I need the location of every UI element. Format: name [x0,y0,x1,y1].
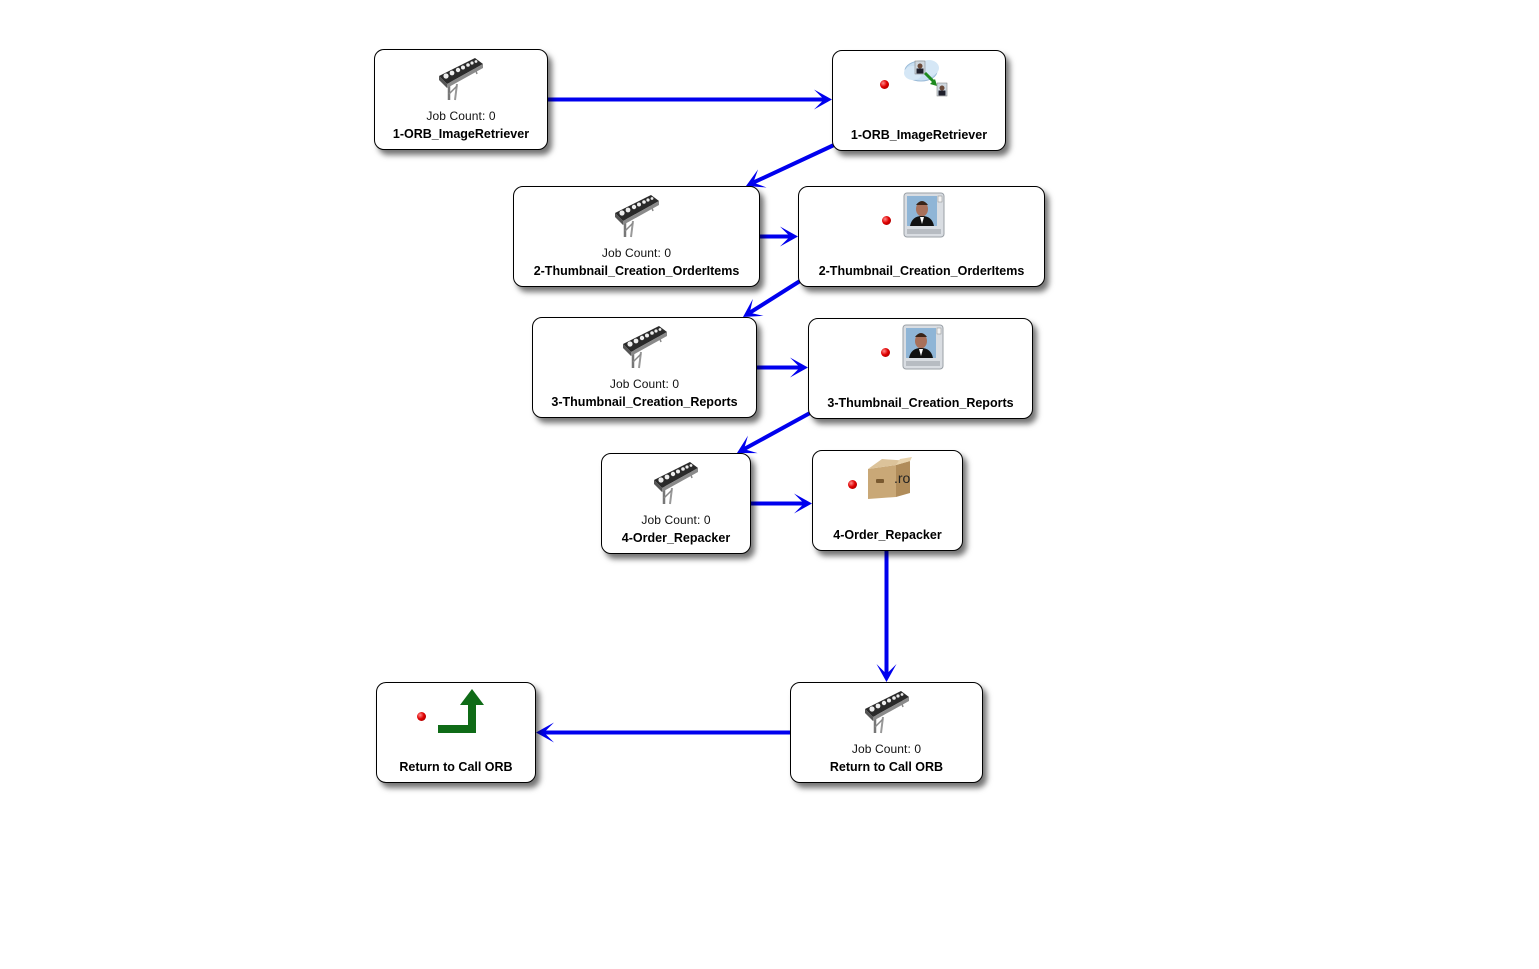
process-node-orb-image-retriever[interactable]: 1-ORB_ImageRetriever [832,50,1006,151]
job-count: Job Count: 0 [851,742,922,756]
status-dot-stopped [417,712,426,721]
photo-thumbnail-icon [895,323,947,373]
arrowhead-icon [536,722,554,743]
return-arrow-icon [436,687,488,737]
node-title: 1-ORB_ImageRetriever [850,128,988,142]
photo-thumbnail-icon [896,191,948,241]
arrowhead-icon [746,169,767,188]
node-title: Return to Call ORB [399,760,513,774]
conveyor-icon [619,322,671,372]
node-title: 4-Order_Repacker [833,528,942,542]
arrowhead-icon [780,226,798,247]
job-count: Job Count: 0 [426,109,496,123]
arrowhead-icon [814,89,832,110]
conveyor-icon [650,458,702,508]
edge-q1-to-p1 [548,89,832,110]
process-node-thumbnail-reports[interactable]: 3-Thumbnail_Creation_Reports [808,318,1033,419]
arrowhead-icon [876,664,897,682]
node-title: 1-ORB_ImageRetriever [392,127,530,141]
queue-node-thumbnail-reports[interactable]: Job Count: 0 3-Thumbnail_Creation_Report… [532,317,757,418]
edge-p1-to-q2 [746,143,835,188]
process-node-thumbnail-orderitems[interactable]: 2-Thumbnail_Creation_OrderItems [798,186,1045,287]
job-count: Job Count: 0 [601,246,672,260]
job-count: Job Count: 0 [609,377,680,391]
edge-q3-to-p3 [757,357,808,378]
arrowhead-icon [743,298,764,317]
conveyor-icon [611,191,663,241]
node-title: 2-Thumbnail_Creation_OrderItems [818,264,1025,278]
job-count: Job Count: 0 [641,513,711,527]
edge-p4-to-q5 [876,551,897,682]
edge-line [743,411,811,451]
node-title: 2-Thumbnail_Creation_OrderItems [533,264,740,278]
node-title: 3-Thumbnail_Creation_Reports [551,395,738,409]
queue-node-order-repacker[interactable]: Job Count: 0 4-Order_Repacker [601,453,751,554]
arrowhead-icon [790,357,808,378]
conveyor-icon [435,54,487,104]
edge-line [748,279,802,315]
queue-node-return-to-call-orb[interactable]: Job Count: 0 Return to Call ORB [790,682,983,783]
status-dot-stopped [881,348,890,357]
process-node-return-to-call-orb[interactable]: Return to Call ORB [376,682,536,783]
status-dot-stopped [880,80,889,89]
edge-p3-to-q4 [737,411,811,454]
arrowhead-icon [794,493,812,514]
cloud-download-icon [899,55,951,105]
node-title: 3-Thumbnail_Creation_Reports [827,396,1014,410]
node-title: 4-Order_Repacker [621,531,731,545]
edge-q4-to-p4 [751,493,812,514]
queue-node-thumbnail-orderitems[interactable]: Job Count: 0 2-Thumbnail_Creation_OrderI… [513,186,760,287]
process-node-order-repacker[interactable]: .ro 4-Order_Repacker [812,450,963,551]
archive-box-icon: .ro [862,455,914,505]
queue-node-orb-image-retriever[interactable]: Job Count: 0 1-ORB_ImageRetriever [374,49,548,150]
edge-line [752,143,835,185]
edge-q5-to-p5 [536,722,790,743]
edge-q2-to-p2 [760,226,798,247]
conveyor-icon [861,687,913,737]
node-title: Return to Call ORB [829,760,944,774]
status-dot-stopped [882,216,891,225]
archive-box-label: .ro [894,470,911,486]
arrowhead-icon [737,435,758,454]
status-dot-stopped [848,480,857,489]
